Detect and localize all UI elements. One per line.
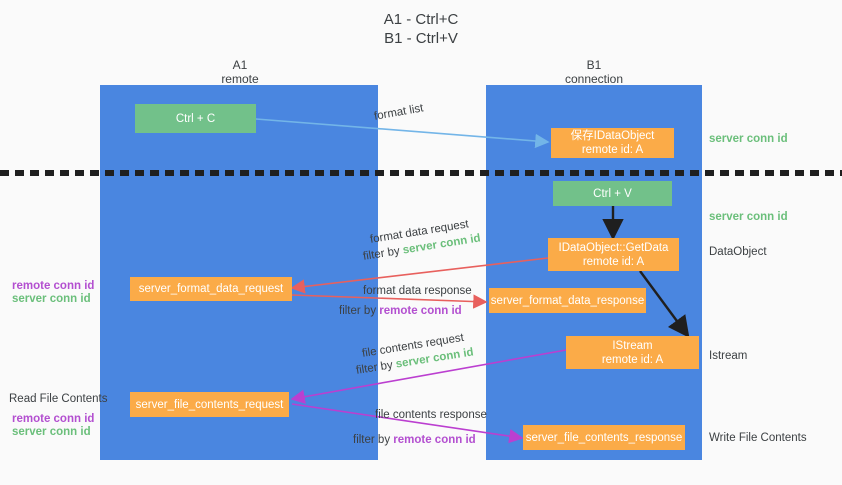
box-server-file-contents-request[interactable]: server_file_contents_request — [130, 392, 289, 417]
label-read-file-contents: Read File Contents — [9, 393, 108, 405]
box-server-format-data-response[interactable]: server_format_data_response — [489, 288, 646, 313]
box-server-format-data-request[interactable]: server_format_data_request — [130, 277, 292, 301]
edge-label-file-contents-response: file contents response — [375, 409, 487, 421]
box-save-idataobject-line1: 保存IDataObject — [570, 130, 655, 142]
column-a1-name: A1 — [232, 58, 248, 72]
box-save-idataobject-line2: remote id: A — [581, 144, 644, 156]
box-server-file-contents-response-label: server_file_contents_response — [525, 431, 683, 444]
box-getdata-line2: remote id: A — [582, 255, 645, 268]
dashed-separator — [0, 170, 842, 176]
column-header-a1: A1 remote — [140, 58, 340, 86]
filter-prefix: filter by — [339, 305, 380, 317]
label-server-conn-id-top: server conn id — [709, 133, 788, 145]
column-a1-sub: remote — [221, 72, 259, 86]
box-ctrl-c[interactable]: Ctrl + C — [135, 104, 256, 133]
box-ctrl-c-label: Ctrl + C — [175, 112, 216, 125]
edge-label-format-data-response-filter: filter by remote conn id — [339, 304, 462, 319]
title-line-1: A1 - Ctrl+C — [383, 11, 459, 28]
label-istream: Istream — [709, 350, 748, 362]
label-dataobject: DataObject — [709, 246, 767, 258]
box-server-format-data-request-label: server_format_data_request — [138, 283, 284, 295]
box-ctrl-v[interactable]: Ctrl + V — [553, 181, 672, 206]
box-server-file-contents-request-label: server_file_contents_request — [135, 398, 284, 411]
column-header-b1: B1 connection — [494, 58, 694, 86]
box-istream-line1: IStream — [612, 339, 653, 352]
box-save-idataobject[interactable]: 保存IDataObject remote id: A — [551, 128, 674, 158]
edge-label-file-contents-response-filter: filter by remote conn id — [353, 433, 476, 448]
box-getdata-line1: IDataObject::GetData — [558, 241, 669, 254]
title-line-2: B1 - Ctrl+V — [384, 30, 458, 47]
filter-prefix: filter by — [353, 434, 394, 446]
label-server-conn-id-mid: server conn id — [709, 211, 788, 223]
box-istream-line2: remote id: A — [601, 353, 664, 366]
box-idataobject-getdata[interactable]: IDataObject::GetData remote id: A — [548, 238, 679, 271]
box-ctrl-v-label: Ctrl + V — [593, 187, 632, 200]
page-title: A1 - Ctrl+C B1 - Ctrl+V — [0, 10, 842, 48]
box-server-format-data-response-label: server_format_data_response — [490, 294, 645, 307]
filter-value-remote-conn-id: remote conn id — [379, 305, 462, 317]
label-server-conn-id-1: server conn id — [12, 293, 91, 305]
column-b1-sub: connection — [564, 72, 624, 86]
label-write-file-contents: Write File Contents — [709, 432, 807, 444]
label-remote-conn-id-1: remote conn id — [12, 280, 95, 292]
box-istream[interactable]: IStream remote id: A — [566, 336, 699, 369]
edge-label-format-data-response: format data response — [363, 285, 472, 297]
box-server-file-contents-response[interactable]: server_file_contents_response — [523, 425, 685, 450]
filter-value-remote-conn-id: remote conn id — [393, 434, 476, 446]
label-remote-conn-id-2: remote conn id — [12, 413, 95, 425]
column-b1-name: B1 — [586, 58, 602, 72]
label-server-conn-id-2: server conn id — [12, 426, 91, 438]
edge-label-format-list: format list — [373, 102, 425, 123]
